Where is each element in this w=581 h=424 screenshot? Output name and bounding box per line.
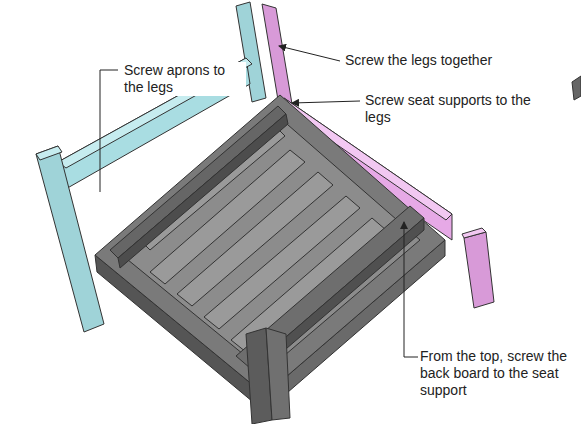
front-left-leg	[36, 146, 104, 332]
callout-label: Screw the legs together	[343, 52, 494, 69]
seat-support-face	[118, 114, 288, 268]
callout-label: Screw seat supports to the legs	[363, 92, 552, 126]
right-leg	[464, 232, 494, 308]
cut-off-part	[572, 76, 581, 100]
leg-top	[462, 228, 486, 238]
leg-top	[36, 146, 62, 160]
leader-arrow	[292, 101, 360, 103]
leader-arrow	[279, 46, 340, 61]
seat-support	[110, 106, 286, 258]
leader-arrow	[404, 222, 419, 357]
callout-label: From the top, screw the back board to th…	[418, 348, 577, 399]
front-leg	[266, 328, 290, 420]
leader-line	[100, 70, 118, 192]
callout-label: Screw aprons to the legs	[122, 62, 246, 96]
back-right-leg	[262, 4, 292, 104]
